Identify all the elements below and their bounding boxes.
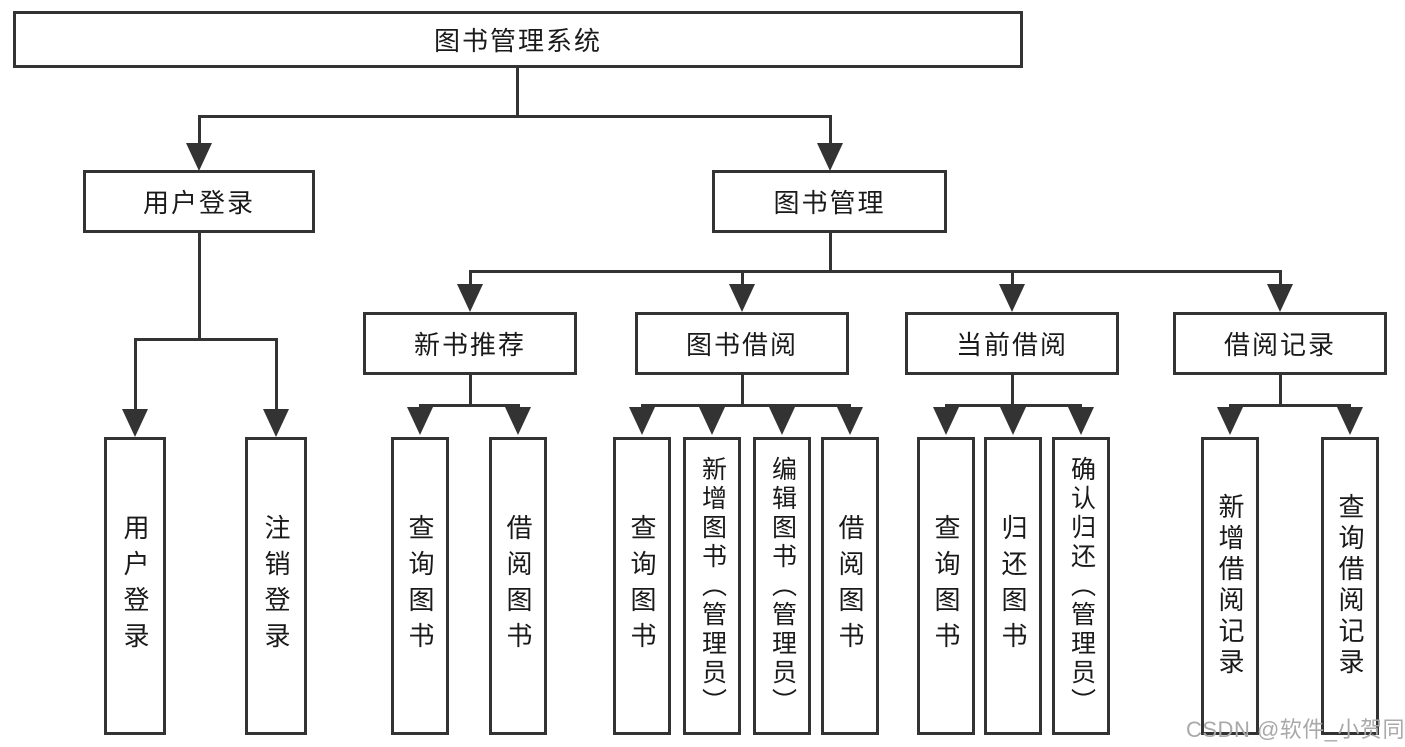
connector-leaf-bus (945, 404, 1082, 407)
leaf-borrow-books-recommend-label: 借阅图书 (503, 514, 533, 658)
leaf-edit-book-admin: 编辑图书（管理员） (753, 437, 811, 735)
connector-leaf-bus (419, 404, 520, 407)
leaf-borrow-books-label: 借阅图书 (835, 514, 865, 658)
leaf-return-book-label: 归还图书 (998, 514, 1028, 658)
node-root-label: 图书管理系统 (433, 26, 602, 56)
connector-level3-drop (1011, 270, 1014, 286)
arrow-down-icon (1267, 284, 1293, 312)
leaf-query-borrow-record-label: 查询借阅记录 (1335, 493, 1365, 679)
leaf-add-book-admin-label: 新增图书（管理员） (698, 455, 727, 717)
connector-l3-stem (1011, 375, 1014, 407)
node-book-management-label: 图书管理 (773, 188, 886, 218)
arrow-down-icon (505, 407, 531, 435)
node-new-book-recommend: 新书推荐 (363, 312, 577, 375)
node-new-book-recommend-label: 新书推荐 (413, 330, 526, 360)
arrow-down-icon (933, 407, 959, 435)
arrow-down-icon (1000, 407, 1026, 435)
connector-leaf-drop (134, 338, 137, 412)
arrow-down-icon (186, 143, 212, 171)
connector-l3-stem (1279, 375, 1282, 407)
leaf-user-login-label: 用户登录 (120, 514, 150, 658)
connector-user-login-stem (198, 233, 201, 339)
connector-level2-bus (198, 115, 831, 118)
leaf-logout-label: 注销登录 (261, 514, 291, 658)
leaf-edit-book-admin-label: 编辑图书（管理员） (768, 455, 797, 717)
node-book-management: 图书管理 (712, 170, 947, 233)
connector-l3-stem (741, 375, 744, 407)
arrow-down-icon (407, 407, 433, 435)
leaf-query-borrow-record: 查询借阅记录 (1321, 437, 1379, 735)
leaf-borrow-books: 借阅图书 (821, 437, 879, 735)
node-current-borrow-label: 当前借阅 (955, 330, 1068, 360)
leaf-confirm-return-admin-label: 确认归还（管理员） (1067, 455, 1096, 717)
node-current-borrow: 当前借阅 (905, 312, 1119, 375)
node-borrow-records: 借阅记录 (1173, 312, 1387, 375)
leaf-add-borrow-record: 新增借阅记录 (1201, 437, 1259, 735)
connector-l3-stem (469, 375, 472, 407)
arrow-down-icon (1337, 407, 1363, 435)
leaf-return-book: 归还图书 (984, 437, 1042, 735)
connector-level3-drop (1279, 270, 1282, 286)
arrow-down-icon (629, 407, 655, 435)
node-user-login: 用户登录 (83, 170, 315, 233)
arrow-down-icon (457, 284, 483, 312)
connector-level3-bus (469, 270, 1282, 273)
connector-book-mgmt-drop (829, 115, 832, 146)
connector-level3-drop (469, 270, 472, 286)
connector-user-login-drop (198, 115, 201, 146)
arrow-down-icon (837, 407, 863, 435)
leaf-query-books-current-label: 查询图书 (931, 514, 961, 658)
leaf-query-books-current: 查询图书 (917, 437, 975, 735)
node-root: 图书管理系统 (13, 11, 1023, 68)
leaf-query-books-recommend-label: 查询图书 (405, 514, 435, 658)
leaf-query-books-borrow-label: 查询图书 (627, 514, 657, 658)
node-user-login-label: 用户登录 (142, 188, 255, 218)
leaf-query-books-recommend: 查询图书 (391, 437, 449, 735)
csdn-watermark: CSDN @软件_小贺同学 (1186, 717, 1405, 742)
connector-root-stem (516, 68, 519, 116)
leaf-user-login: 用户登录 (104, 437, 166, 735)
leaf-add-borrow-record-label: 新增借阅记录 (1215, 493, 1245, 679)
leaf-logout: 注销登录 (245, 437, 307, 735)
arrow-down-icon (1217, 407, 1243, 435)
node-borrow-records-label: 借阅记录 (1223, 330, 1336, 360)
arrow-down-icon (999, 284, 1025, 312)
connector-leaf-bus (641, 404, 851, 407)
leaf-add-book-admin: 新增图书（管理员） (683, 437, 741, 735)
arrow-down-icon (263, 409, 289, 437)
connector-book-mgmt-stem (829, 233, 832, 273)
node-book-borrow: 图书借阅 (635, 312, 849, 375)
arrow-down-icon (699, 407, 725, 435)
leaf-borrow-books-recommend: 借阅图书 (489, 437, 547, 735)
arrow-down-icon (769, 407, 795, 435)
node-book-borrow-label: 图书借阅 (685, 330, 798, 360)
leaf-confirm-return-admin: 确认归还（管理员） (1052, 437, 1110, 735)
connector-leaf-drop (275, 338, 278, 412)
connector-leaf-bus (1229, 404, 1351, 407)
arrow-down-icon (122, 409, 148, 437)
arrow-down-icon (817, 143, 843, 171)
leaf-query-books-borrow: 查询图书 (613, 437, 671, 735)
connector-level3-drop (741, 270, 744, 286)
arrow-down-icon (729, 284, 755, 312)
connector-user-login-bus (134, 338, 278, 341)
arrow-down-icon (1068, 407, 1094, 435)
